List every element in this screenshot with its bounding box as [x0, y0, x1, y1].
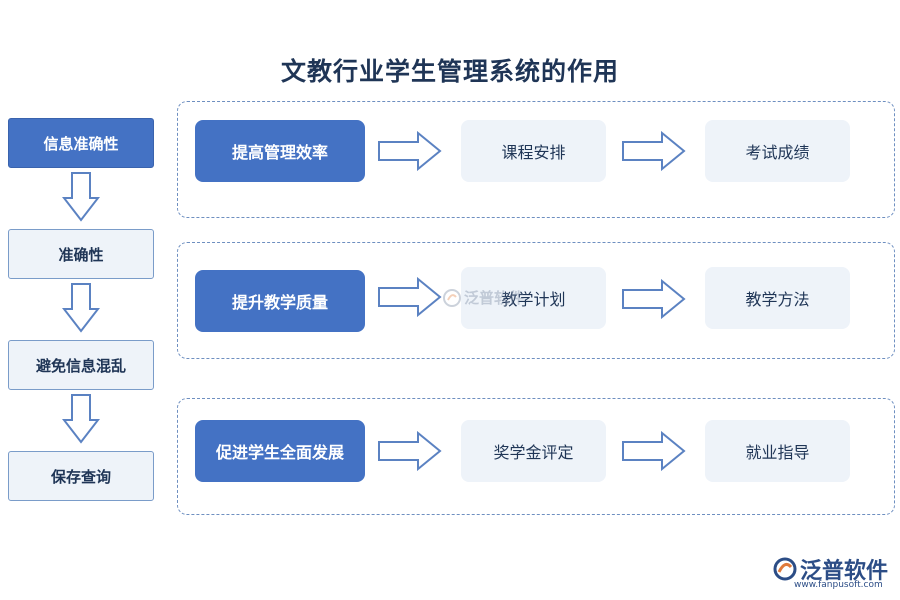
group-1-item-1: 课程安排 [461, 120, 606, 182]
left-step-3: 避免信息混乱 [8, 340, 154, 390]
logo-url: www.fanpusoft.com [794, 580, 883, 590]
left-step-2: 准确性 [8, 229, 154, 279]
diagram-title: 文教行业学生管理系统的作用 [280, 57, 619, 86]
watermark: 泛普软件 [442, 287, 524, 308]
watermark-text: 泛普软件 [464, 289, 525, 307]
logo-icon [443, 288, 461, 307]
right-arrow-icon [378, 431, 442, 471]
brand-logo: 泛普软件 [772, 553, 888, 585]
group-3-item-1: 奖学金评定 [461, 420, 606, 482]
right-arrow-icon [622, 279, 686, 319]
down-arrow-icon [62, 172, 100, 222]
logo-name: 泛普软件 [800, 559, 889, 584]
group-1-item-2: 考试成绩 [705, 120, 850, 182]
right-arrow-icon [378, 131, 442, 171]
group-2-item-2: 教学方法 [705, 267, 850, 329]
right-arrow-icon [622, 131, 686, 171]
group-frame-1 [177, 101, 895, 218]
right-arrow-icon [378, 277, 442, 317]
group-2-main: 提升教学质量 [195, 270, 365, 332]
group-frame-3 [177, 398, 895, 515]
group-frame-2 [177, 242, 895, 359]
left-step-1: 信息准确性 [8, 118, 154, 168]
group-3-main: 促进学生全面发展 [195, 420, 365, 482]
logo-icon [773, 557, 797, 581]
down-arrow-icon [62, 394, 100, 444]
right-arrow-icon [622, 431, 686, 471]
group-1-main: 提高管理效率 [195, 120, 365, 182]
left-step-4: 保存查询 [8, 451, 154, 501]
down-arrow-icon [62, 283, 100, 333]
group-2-item-1: 教学计划 [461, 267, 606, 329]
group-3-item-2: 就业指导 [705, 420, 850, 482]
